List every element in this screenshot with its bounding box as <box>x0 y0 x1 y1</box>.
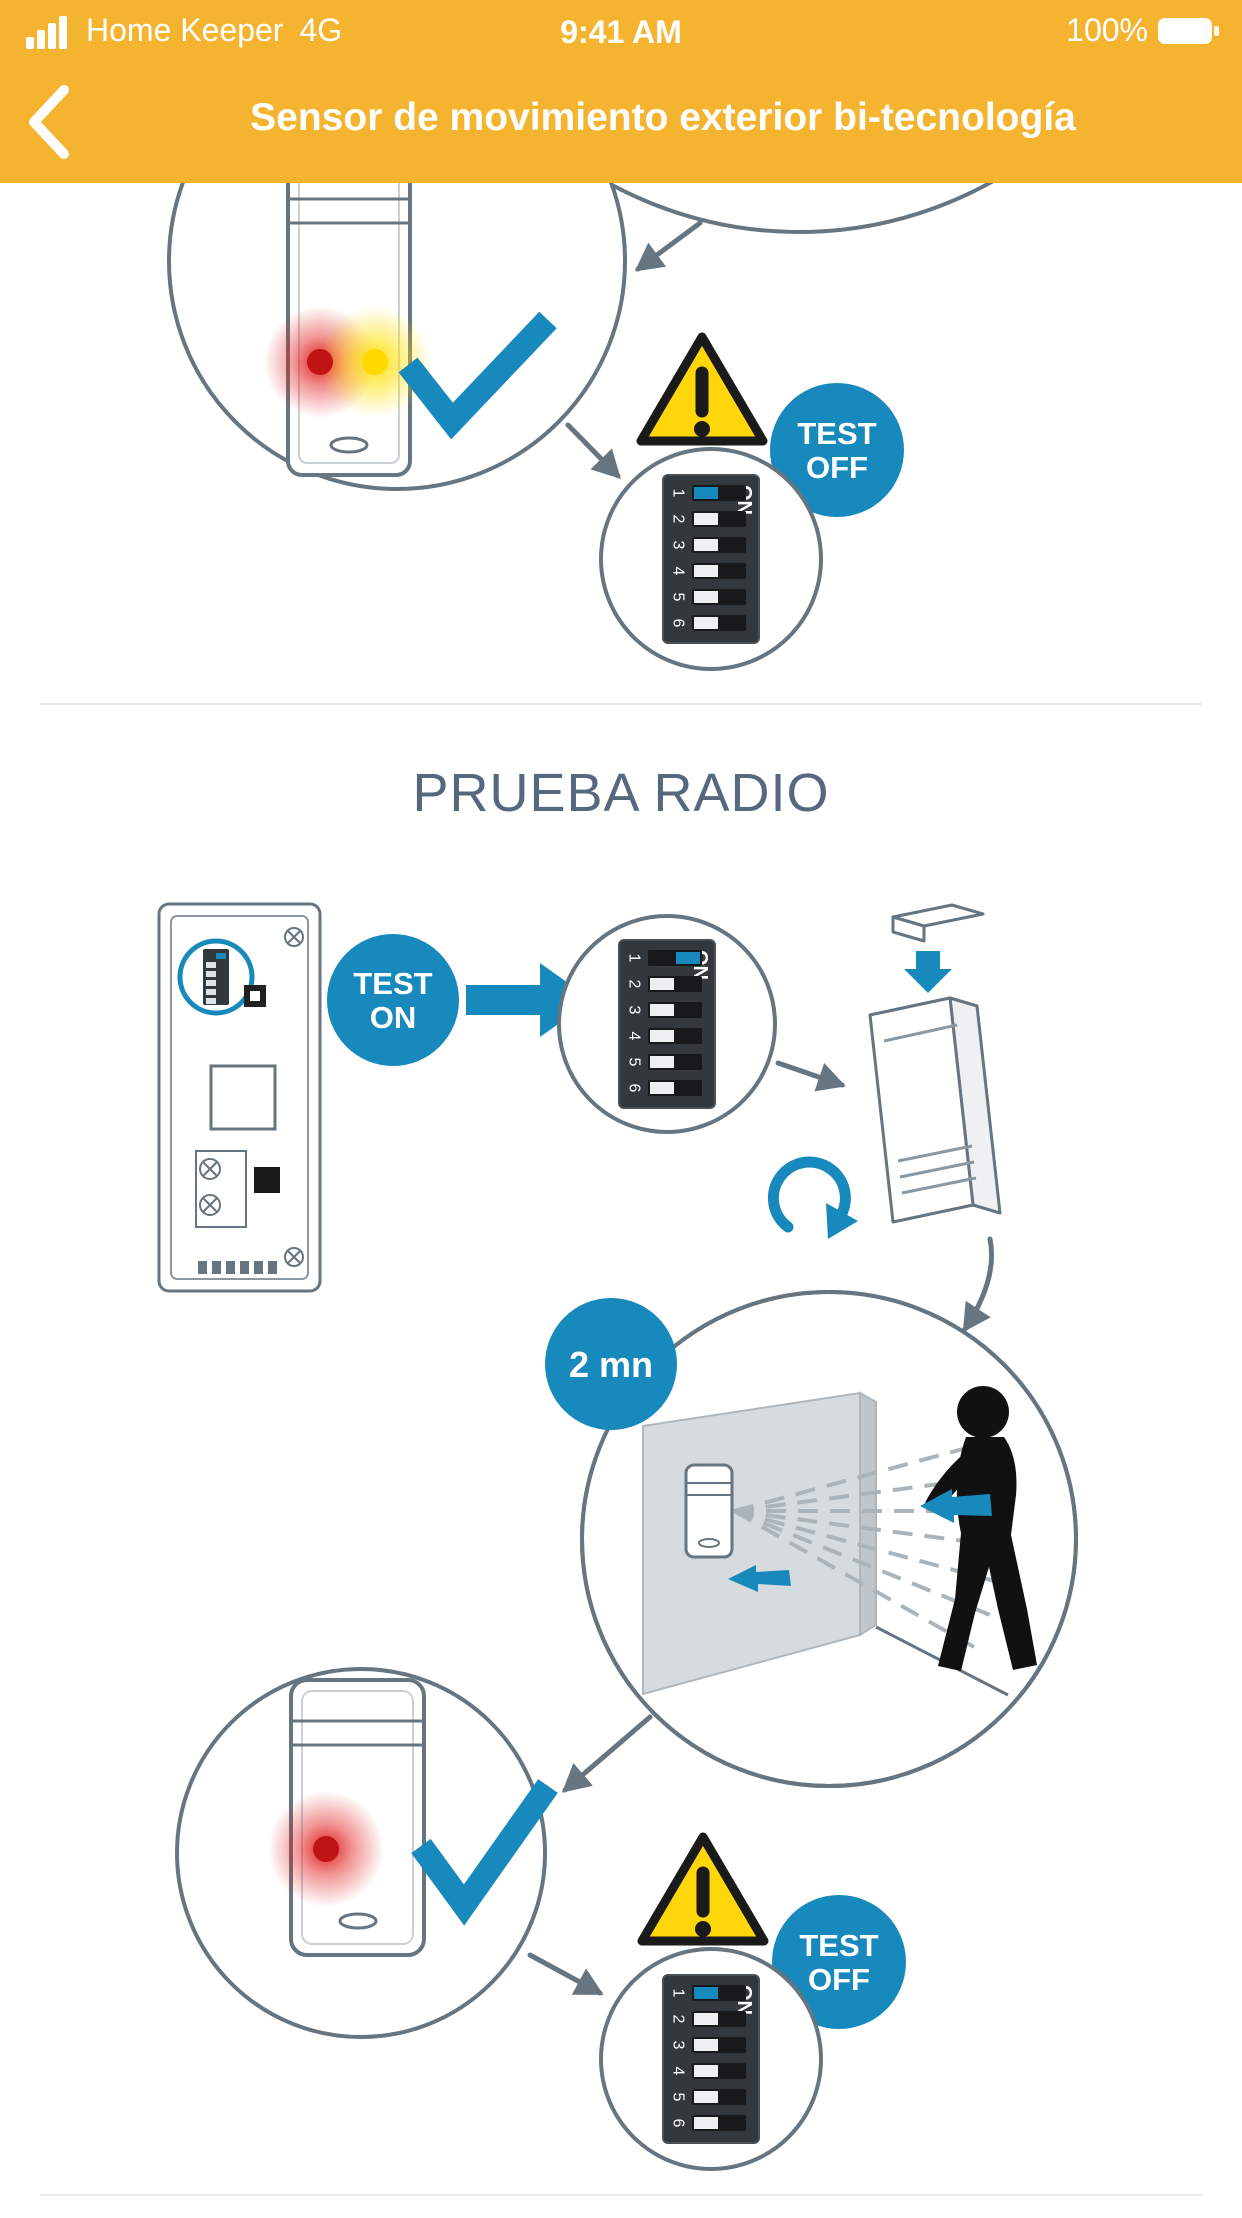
nav-bar: Sensor de movimiento exterior bi-tecnolo… <box>0 60 1242 183</box>
badge-line2: OFF <box>808 1962 870 1997</box>
dip-number: 1 <box>626 954 643 963</box>
motion-arrow <box>920 1489 992 1523</box>
dip-number: 6 <box>670 619 687 628</box>
flow-arrow <box>561 1714 653 1793</box>
timer-badge: 2 mn <box>545 1298 677 1430</box>
bottom-divider <box>40 2194 1202 2196</box>
dip-number: 6 <box>626 1084 643 1093</box>
dip-circle-test-on: ON 1 2 3 4 5 6 <box>557 914 777 1134</box>
device-assembly <box>868 903 1002 1224</box>
dip-number: 5 <box>626 1058 643 1067</box>
component-relay <box>209 1064 277 1131</box>
connector-pins <box>198 1261 277 1274</box>
dip-number: 3 <box>626 1006 643 1015</box>
network-label: 4G <box>299 12 343 48</box>
flow-arrow <box>565 422 621 479</box>
dip-number: 4 <box>670 567 687 576</box>
flow-arrow <box>527 1952 604 1996</box>
status-right: 100% <box>1066 12 1220 49</box>
test-off-badge: TEST OFF <box>772 1895 906 2029</box>
flow-arrow <box>775 1060 846 1092</box>
badge-line1: TEST <box>353 966 432 1001</box>
led-yellow <box>362 349 388 375</box>
back-button[interactable] <box>20 82 84 162</box>
diagram-radio-test: TEST ON ON 1 2 3 4 5 6 <box>157 902 1078 2171</box>
dip-number: 5 <box>670 2093 687 2102</box>
terminal-block <box>195 1150 280 1228</box>
dip-switch: ON 1 2 3 4 5 6 <box>662 1974 760 2144</box>
result-circle-top <box>167 31 627 491</box>
dip-circle-bottom: ON 1 2 3 4 5 6 <box>599 1947 823 2171</box>
status-bar: Home Keeper 4G 9:41 AM 100% <box>0 0 1242 60</box>
test-on-badge: TEST ON <box>327 934 459 1066</box>
walk-test-circle <box>580 1290 1078 1788</box>
dip-number: 1 <box>670 1989 687 1998</box>
arrow-down-icon <box>904 951 952 993</box>
screw-icon <box>284 927 304 1267</box>
dip-switch-mini <box>203 949 229 1005</box>
motion-arrow <box>728 1565 791 1592</box>
warning-icon <box>636 332 768 446</box>
wall-sensor <box>684 1463 734 1559</box>
badge-line2: ON <box>370 1000 417 1035</box>
battery-icon <box>1158 17 1219 44</box>
carrier-label: Home Keeper <box>86 12 284 48</box>
dip-number: 2 <box>670 515 687 524</box>
flow-arrow <box>634 220 703 272</box>
dip-number: 4 <box>670 2067 687 2076</box>
battery-percent-label: 100% <box>1066 12 1148 48</box>
test-off-badge: TEST OFF <box>770 383 904 517</box>
result-circle-bottom <box>175 1667 558 2039</box>
dip-circle-top: ON 1 2 3 4 5 6 <box>599 447 823 671</box>
warning-icon <box>637 1832 769 1946</box>
check-icon <box>398 311 557 440</box>
dip-number: 4 <box>626 1032 643 1041</box>
person-silhouette <box>925 1386 1037 1671</box>
diagram-top-section: TEST OFF ON 1 2 3 4 5 6 <box>167 0 1161 671</box>
timer-label: 2 mn <box>569 1344 653 1385</box>
badge-line1: TEST <box>797 416 876 451</box>
walk-test-circle-partial <box>437 0 1161 234</box>
chevron-left-icon <box>29 85 69 159</box>
status-left: Home Keeper 4G <box>26 12 342 49</box>
device-internals <box>157 902 322 1293</box>
signal-icon <box>26 15 67 49</box>
app-header: Home Keeper 4G 9:41 AM 100% Sensor de mo… <box>0 0 1242 183</box>
dip-number: 6 <box>670 2119 687 2128</box>
dip-number: 3 <box>670 541 687 550</box>
section-divider <box>40 703 1202 705</box>
dip-number: 2 <box>670 2015 687 2024</box>
dip-number: 1 <box>670 489 687 498</box>
led-red <box>313 1836 339 1862</box>
dip-switch: ON 1 2 3 4 5 6 <box>618 939 716 1109</box>
dip-number: 3 <box>670 2041 687 2050</box>
check-icon <box>411 1779 558 1926</box>
highlight-circle <box>177 938 255 1016</box>
dip-switch: ON 1 2 3 4 5 6 <box>662 474 760 644</box>
flow-arrow <box>962 1236 995 1333</box>
dip-number: 2 <box>626 980 643 989</box>
badge-line2: OFF <box>806 450 868 485</box>
badge-line1: TEST <box>799 1928 878 1963</box>
led-red <box>307 349 333 375</box>
rotate-icon <box>767 1156 858 1239</box>
time-label: 9:41 AM <box>560 14 682 50</box>
section-heading: PRUEBA RADIO <box>412 763 830 823</box>
page-title: Sensor de movimiento exterior bi-tecnolo… <box>250 96 1076 139</box>
dip-number: 5 <box>670 593 687 602</box>
